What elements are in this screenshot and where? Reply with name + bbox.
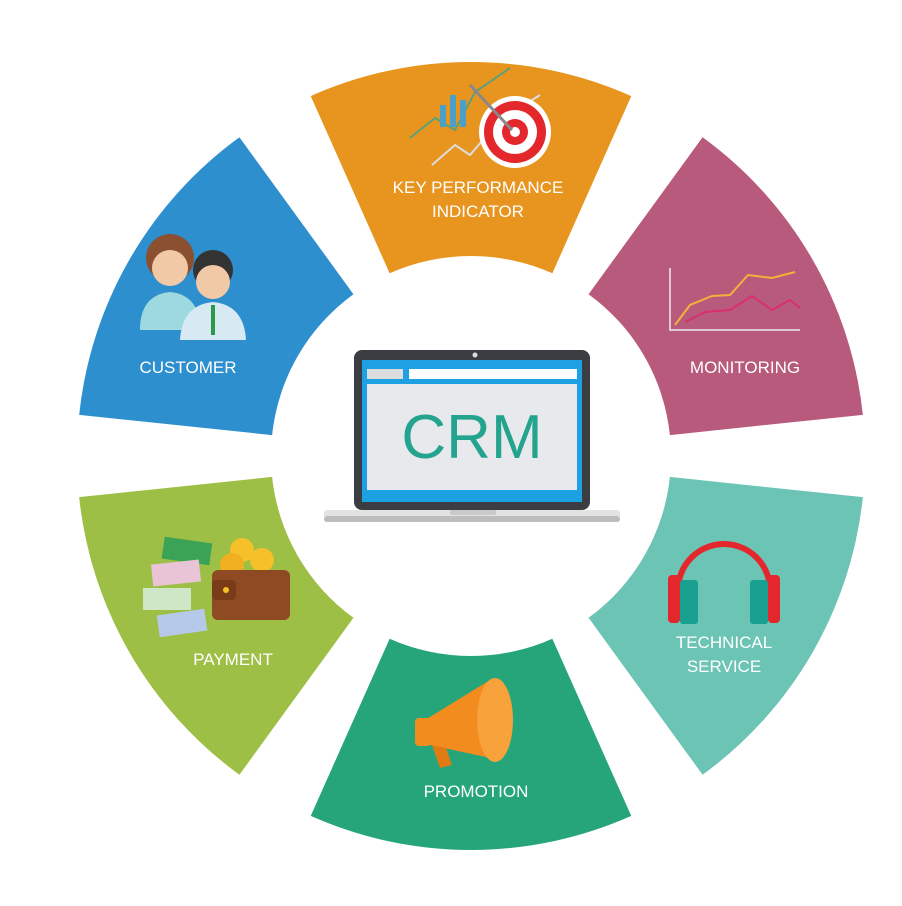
segment-kpi xyxy=(310,62,632,274)
laptop-icon: CRM xyxy=(324,350,620,522)
kpi-label-line2: INDICATOR xyxy=(432,202,524,221)
segment-label-promotion: PROMOTION xyxy=(423,782,529,801)
technical-label-line1: TECHNICAL xyxy=(675,633,773,652)
segment-label-customer: CUSTOMER xyxy=(139,358,237,377)
segment-technical xyxy=(588,476,863,775)
segment-payment xyxy=(79,476,354,775)
segment-label-kpi: KEY PERFORMANCE INDICATOR xyxy=(393,176,564,224)
target-chart-icon xyxy=(409,67,551,168)
segment-label-payment: PAYMENT xyxy=(193,650,273,669)
people-icon xyxy=(140,234,246,340)
kpi-label-line1: KEY PERFORMANCE xyxy=(392,178,564,197)
segment-monitoring xyxy=(588,137,863,436)
segment-label-technical: TECHNICAL SERVICE xyxy=(676,631,772,679)
segment-label-monitoring: MONITORING xyxy=(689,358,801,377)
technical-label-line2: SERVICE xyxy=(686,657,762,676)
headphones-icon xyxy=(668,541,780,624)
line-chart-icon xyxy=(669,268,801,331)
wallet-money-icon xyxy=(143,536,290,638)
megaphone-icon xyxy=(415,678,513,768)
crm-title: CRM xyxy=(401,403,542,472)
